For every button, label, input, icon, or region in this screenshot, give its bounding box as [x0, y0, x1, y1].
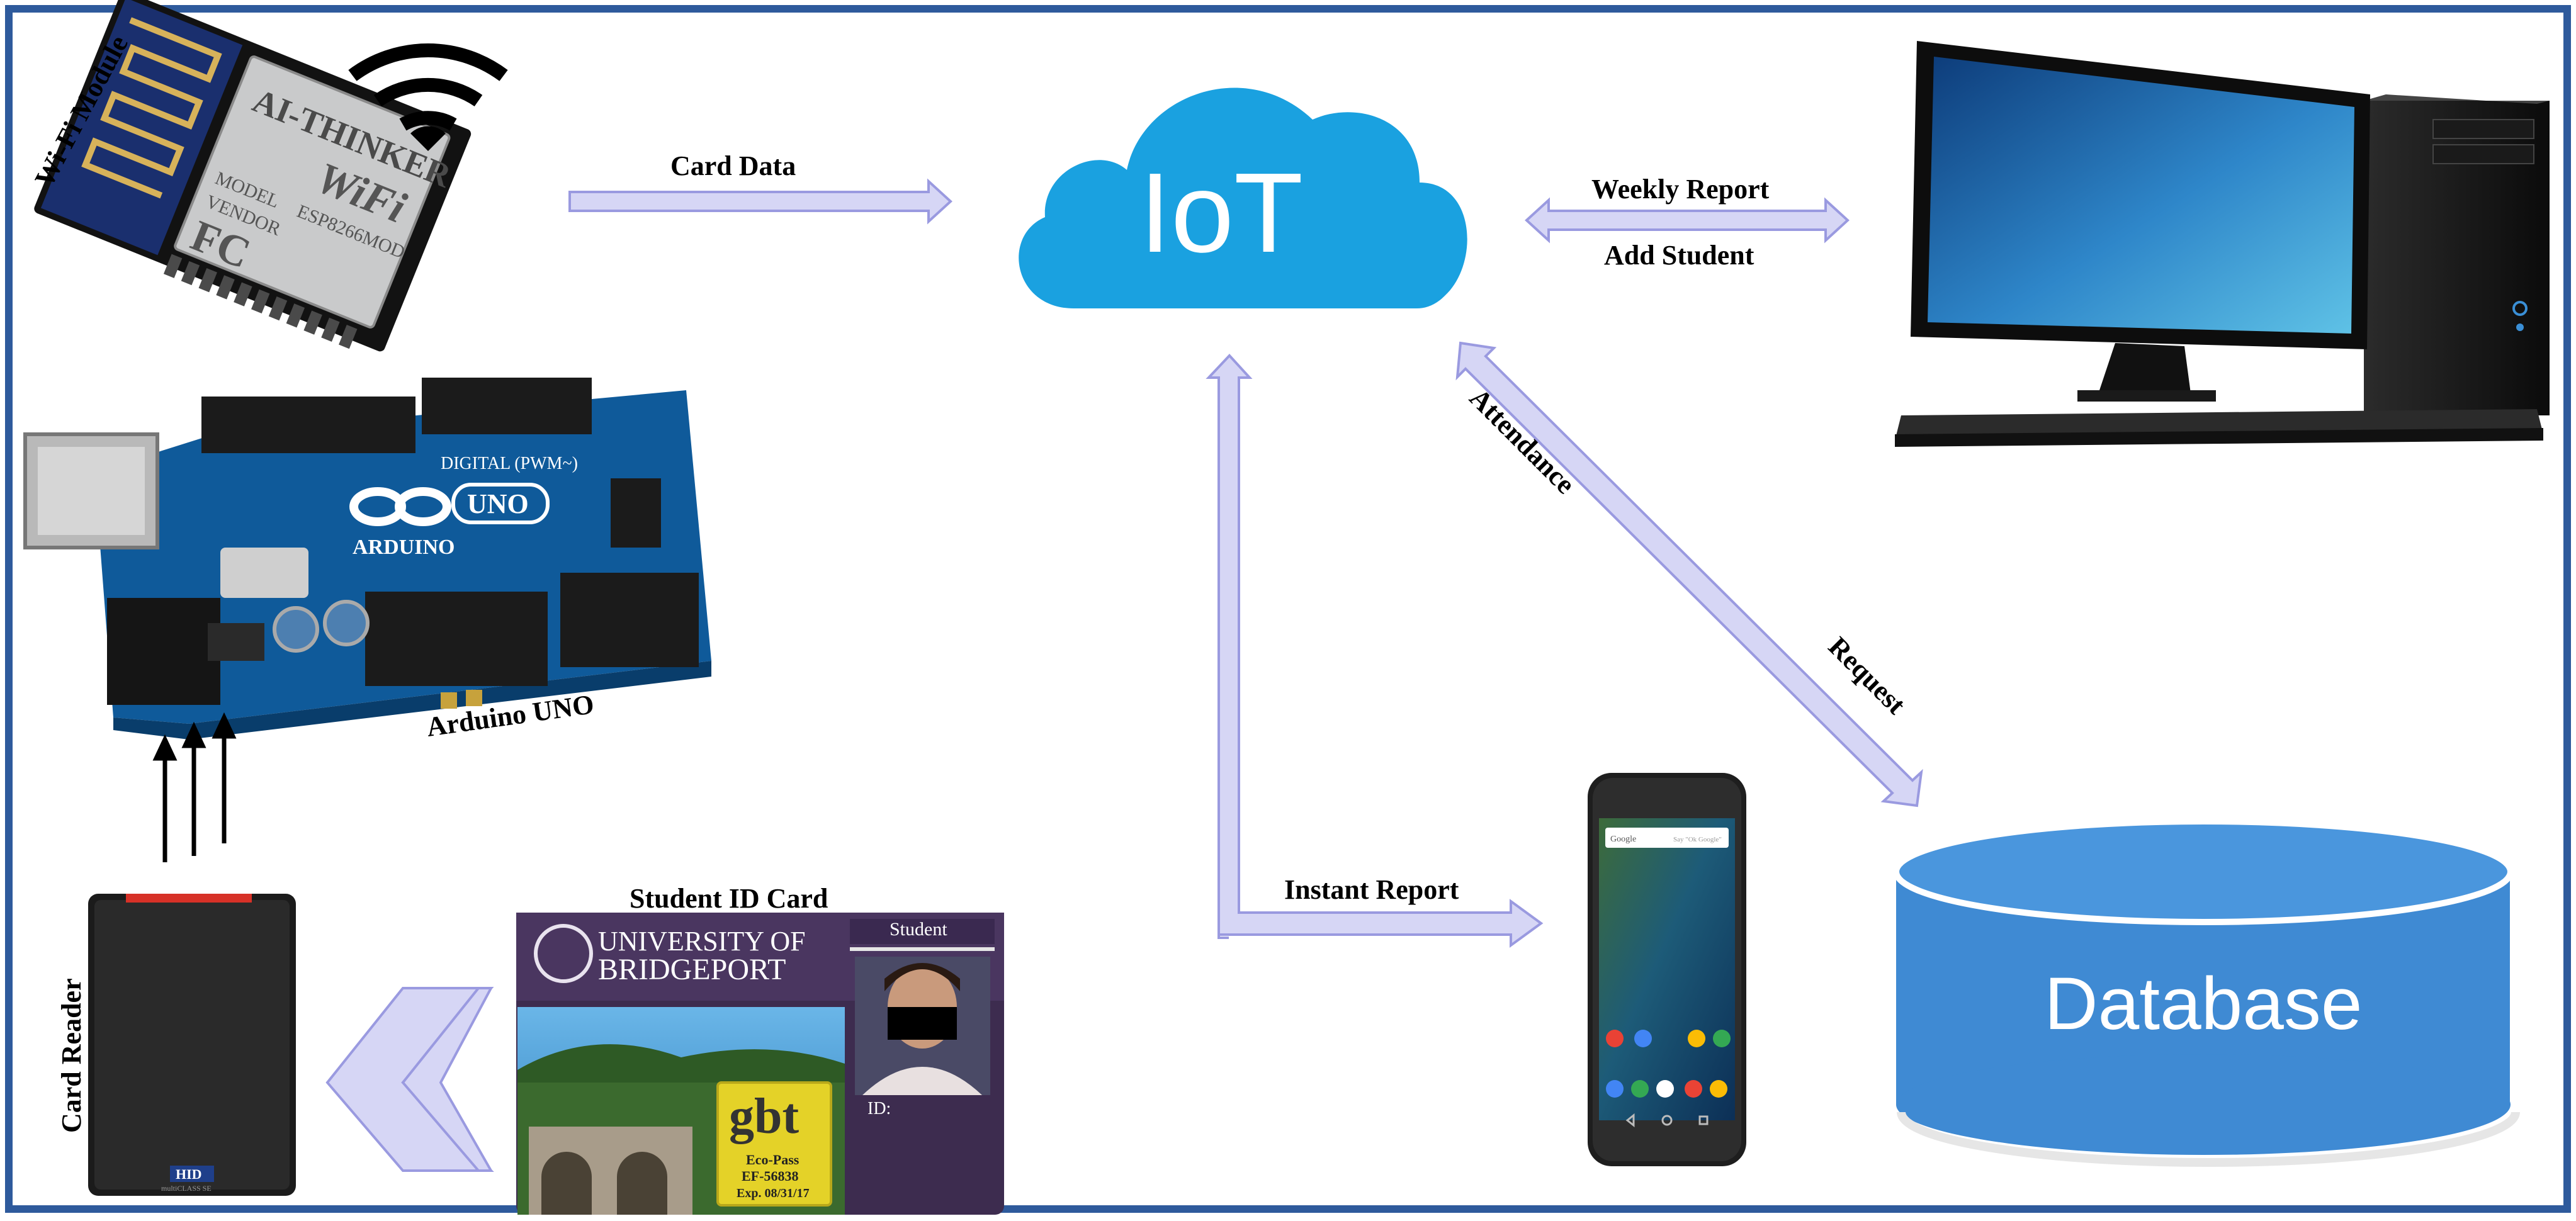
arduino-header-label: DIGITAL (PWM~) [441, 454, 578, 473]
phone-app-icons [1606, 1030, 1731, 1098]
card-id-label: ID: [867, 1099, 891, 1118]
cloud-database-double-arrow [1455, 341, 1923, 807]
arduino-logo-text: UNO [467, 488, 529, 519]
wifi-module-image: AI-THINKER WiFi MODEL VENDOR ESP8266MOD … [34, 0, 472, 352]
student-id-card-label: Student ID Card [630, 883, 828, 914]
reader-to-arduino-arrows [152, 712, 237, 862]
card-to-reader-chevrons [325, 987, 494, 1172]
phone-nav-bar [1625, 1113, 1709, 1128]
cloud-iot-label: IoT [1139, 150, 1303, 276]
cloud-shape [1019, 87, 1467, 308]
arduino-uno-image: ARDUINO UNO DIGITAL (PWM~) [23, 378, 711, 740]
card-badge-line2: EF-56838 [742, 1168, 798, 1184]
cloud-computer-double-arrow [1525, 197, 1850, 244]
card-data-label: Card Data [670, 150, 796, 181]
card-university-line1: UNIVERSITY OF [598, 926, 806, 957]
student-id-card-image: UNIVERSITY OF BRIDGEPORT Student ID: gbt… [516, 913, 1004, 1215]
arduino-brand-text: ARDUINO [353, 536, 455, 559]
smartphone-image: Google Say "Ok Google" [1588, 773, 1746, 1166]
phone-screen [1599, 818, 1735, 1120]
card-data-arrow [568, 178, 952, 225]
instant-report-arrow [1206, 354, 1544, 948]
card-badge-logo: gbt [729, 1089, 799, 1144]
card-role-text: Student [890, 919, 947, 940]
card-badge-line1: Eco-Pass [746, 1152, 799, 1168]
card-reader-image: HID multiCLASS SE [88, 894, 296, 1196]
instant-report-label: Instant Report [1284, 874, 1459, 905]
iot-cloud: IoT [1019, 87, 1467, 308]
weekly-report-label: Weekly Report [1591, 174, 1770, 205]
wifi-signal-icon [348, 43, 508, 151]
reader-sub-text: multiCLASS SE [161, 1184, 212, 1193]
reader-brand-text: HID [176, 1166, 202, 1182]
add-student-label: Add Student [1604, 240, 1754, 271]
card-university-line2: BRIDGEPORT [598, 953, 786, 986]
card-badge-line3: Exp. 08/31/17 [737, 1186, 810, 1200]
database-cylinder: Database [1893, 818, 2520, 1167]
card-reader-label: Card Reader [56, 978, 87, 1133]
database-label: Database [2044, 962, 2362, 1045]
phone-search-brand: Google [1610, 835, 1636, 844]
monitor-screen [1928, 57, 2354, 334]
desktop-computer-image [1895, 41, 2550, 447]
phone-search-hint: Say "Ok Google" [1673, 836, 1722, 843]
